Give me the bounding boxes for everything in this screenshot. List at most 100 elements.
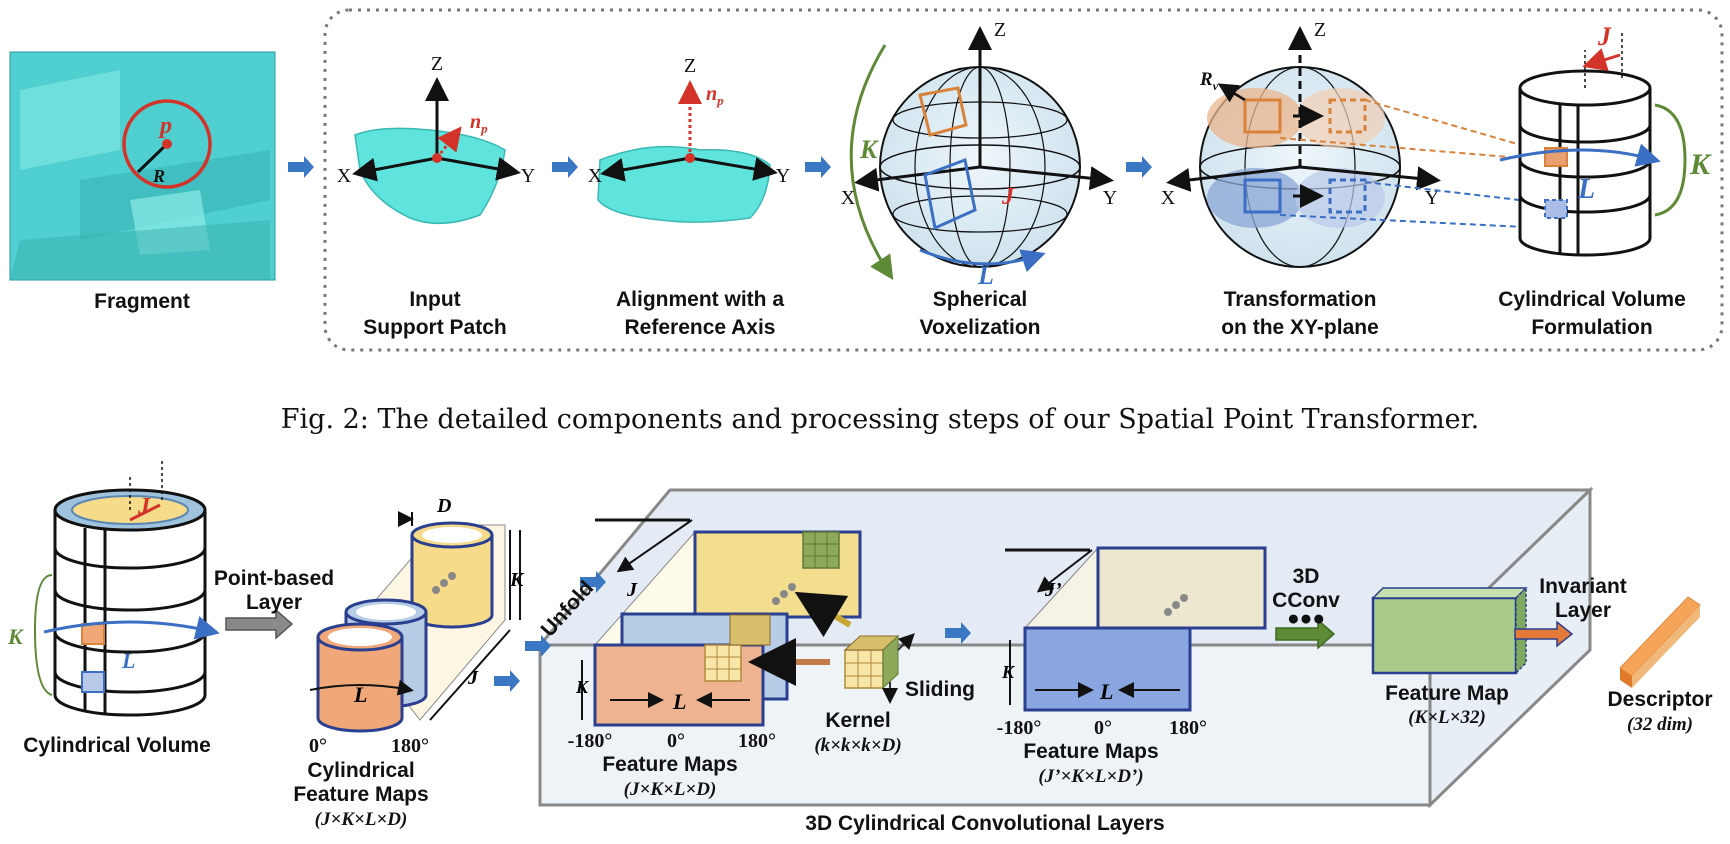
np-label: np xyxy=(706,83,724,108)
cyl-volume: J L K Cylindrical Volume xyxy=(7,460,220,757)
invariant-label-2: Layer xyxy=(1555,599,1611,622)
descriptor-label: Descriptor xyxy=(1607,688,1712,711)
fm3-dims: (K×L×32) xyxy=(1408,707,1486,728)
d-label: D xyxy=(436,495,451,517)
l-label: L xyxy=(977,261,994,290)
point-based-layer: Point-based Layer xyxy=(214,567,334,640)
step-spherical: Z X Y K L J Spherical Voxelization xyxy=(841,19,1117,339)
k-label: K xyxy=(575,677,590,697)
figure-caption: Fig. 2: The detailed components and proc… xyxy=(281,404,1479,435)
cconv-dots: ●●● xyxy=(1287,607,1325,630)
deg-180: 180° xyxy=(391,735,429,757)
x-axis-label: X xyxy=(588,165,603,187)
x-axis-label: X xyxy=(337,165,352,187)
z-axis-label: Z xyxy=(431,53,443,75)
deg-m180: -180° xyxy=(997,717,1042,739)
y-axis-label: Y xyxy=(521,165,535,187)
fm2-dims: (J’×K×L×D’) xyxy=(1038,766,1143,787)
r-label: R xyxy=(152,166,165,186)
descriptor: Descriptor (32 dim) xyxy=(1607,596,1713,735)
step-label-1a: Input xyxy=(409,288,460,311)
rv-label: Rv xyxy=(1199,69,1219,93)
step-transformation: Z X Y Rv Transformation on the XY-plane xyxy=(1161,19,1441,339)
step-label-5a: Cylindrical Volume xyxy=(1498,288,1686,311)
flow-arrow xyxy=(1126,156,1152,178)
flow-arrow xyxy=(552,156,578,178)
cyl-fm-dims: (J×K×L×D) xyxy=(315,809,408,830)
step-input-patch: Z X Y np Input Support Patch xyxy=(337,53,535,339)
k-label: K xyxy=(859,135,879,164)
j-label: J xyxy=(626,579,638,601)
cyl-feature-maps: D K J L 0° 180° Cylindrical Feature Maps… xyxy=(293,495,525,830)
deg-0: 0° xyxy=(309,735,327,757)
point-p xyxy=(162,139,172,149)
j-label: J xyxy=(1001,184,1015,210)
j-label: J xyxy=(467,667,479,689)
step-cylinder: J L K Cylindrical Volume Formulation xyxy=(1498,22,1712,339)
step-label-2b: Reference Axis xyxy=(625,316,776,339)
flow-arrow xyxy=(805,156,831,178)
cconv: 3D CConv ●●● xyxy=(1272,565,1340,650)
cconv-label-1: 3D xyxy=(1293,565,1320,588)
y-axis-label: Y xyxy=(1425,187,1439,209)
j-label: J xyxy=(137,494,151,520)
fm2-label: Feature Maps xyxy=(1023,740,1158,763)
deg-180: 180° xyxy=(1169,717,1207,739)
l-label: L xyxy=(121,648,135,673)
step-label-5b: Formulation xyxy=(1531,316,1652,339)
pipeline-frame xyxy=(323,8,1724,352)
x-axis-label: X xyxy=(1161,187,1176,209)
k-label: K xyxy=(1689,148,1712,181)
invariant-label-1: Invariant xyxy=(1539,575,1627,598)
l-label: L xyxy=(353,682,367,707)
jp-label: J’ xyxy=(1044,579,1062,601)
z-axis-label: Z xyxy=(684,55,696,77)
cconv-label-2: CConv xyxy=(1272,589,1340,612)
p-label: p xyxy=(158,113,172,139)
feature-maps-1: J K L -180° 0° 180° Feature Maps (J×K×L×… xyxy=(568,518,862,800)
point-based-label-1: Point-based xyxy=(214,567,334,590)
deg-180: 180° xyxy=(738,730,776,752)
feature-maps-2: J’ K L -180° 0° 180° Feature Maps (J’×K×… xyxy=(997,546,1267,787)
cyl-fm-label-1: Cylindrical xyxy=(307,759,414,782)
l-label: L xyxy=(672,689,686,714)
deg-m180: -180° xyxy=(568,730,613,752)
fm-dims: (J×K×L×D) xyxy=(624,779,717,800)
radius-line xyxy=(136,142,169,174)
x-axis-label: X xyxy=(841,187,856,209)
fm3-label: Feature Map xyxy=(1385,682,1509,705)
k-label: K xyxy=(509,569,525,591)
z-axis-label: Z xyxy=(994,19,1006,41)
np-label: np xyxy=(470,111,488,136)
z-axis-label: Z xyxy=(1314,19,1326,41)
k-label: K xyxy=(7,624,24,649)
step-label-2a: Alignment with a xyxy=(616,288,784,311)
kernel: Sliding Kernel (k×k×k×D) xyxy=(748,591,975,756)
flow-arrows-top xyxy=(288,156,1152,178)
cyl-volume-label: Cylindrical Volume xyxy=(23,734,211,757)
l-label: L xyxy=(1577,174,1595,205)
deg-0: 0° xyxy=(1094,717,1112,739)
y-axis-label: Y xyxy=(776,165,790,187)
kernel-label: Kernel xyxy=(825,709,890,732)
flow-arrow xyxy=(288,156,314,178)
point-based-label-2: Layer xyxy=(246,591,302,614)
cyl-fm-label-2: Feature Maps xyxy=(293,783,428,806)
step-label-3b: Voxelization xyxy=(920,316,1041,339)
j-label: J xyxy=(1597,22,1612,51)
y-axis-label: Y xyxy=(1103,187,1117,209)
support-circle xyxy=(122,99,212,189)
deg-0: 0° xyxy=(667,730,685,752)
fm-label: Feature Maps xyxy=(602,753,737,776)
step-label-4b: on the XY-plane xyxy=(1221,316,1379,339)
step-label-4a: Transformation xyxy=(1224,288,1377,311)
l-label: L xyxy=(1099,679,1113,704)
step-label-3a: Spherical xyxy=(933,288,1028,311)
step-alignment: Z X Y np Alignment with a Reference Axis xyxy=(588,55,790,339)
step-label-1b: Support Patch xyxy=(363,316,507,339)
kernel-dims: (k×k×k×D) xyxy=(814,735,901,756)
fragment-label: Fragment xyxy=(94,290,190,313)
descriptor-dims: (32 dim) xyxy=(1627,714,1693,735)
k-label: K xyxy=(1001,662,1016,682)
